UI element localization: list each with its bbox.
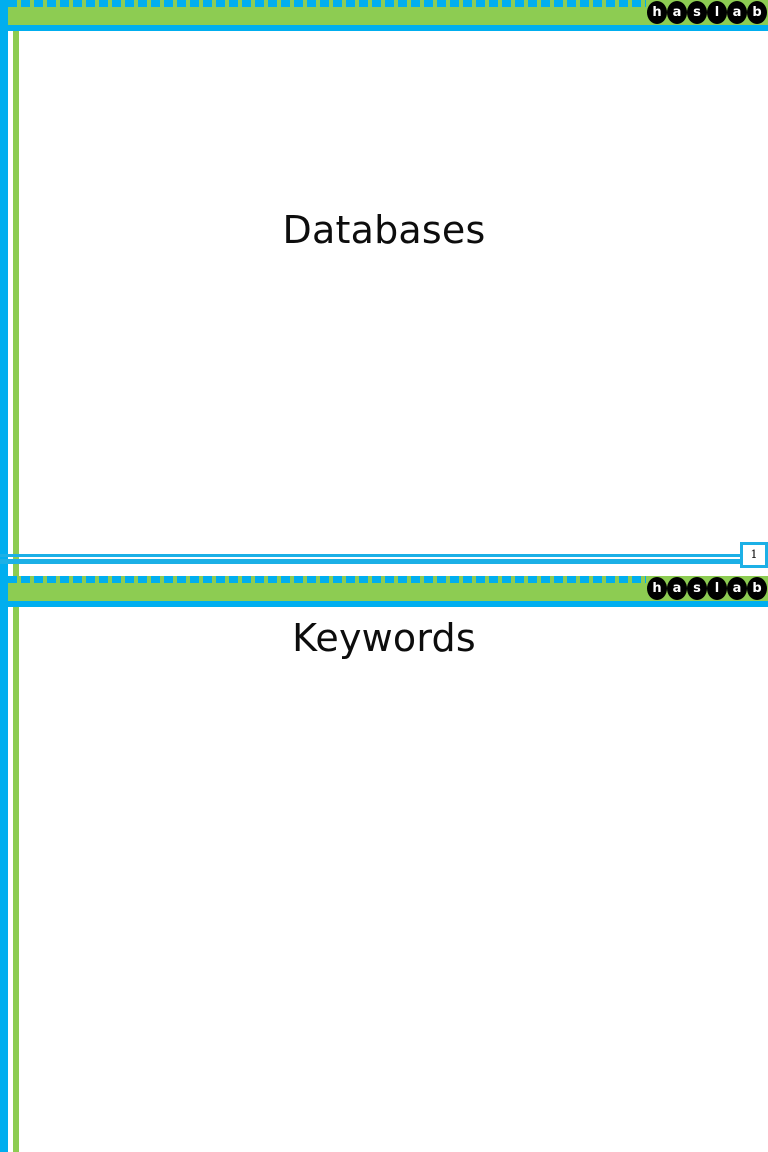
header-band-green-2 (8, 580, 768, 601)
left-accent-bar-green-2 (13, 576, 19, 1152)
header-band-green (8, 4, 768, 25)
logo-letter-a1: a (667, 1, 687, 24)
slide-2-header-band: h a s l a b (0, 576, 768, 607)
left-accent-bar-blue (0, 0, 8, 576)
logo-letter-b: b (747, 577, 767, 600)
header-underline-2 (0, 601, 768, 607)
logo-letter-s: s (687, 1, 707, 24)
logo-letter-h: h (647, 1, 667, 24)
slide-1-footer-rule-top (0, 554, 768, 557)
header-underline (0, 25, 768, 31)
logo-letter-b: b (747, 1, 767, 24)
slide-2[interactable]: h a s l a b Keywords (0, 576, 768, 1152)
slide-1-title: Databases (282, 208, 486, 252)
logo-letter-a2: a (727, 577, 747, 600)
logo-letter-a1: a (667, 577, 687, 600)
logo-letter-h: h (647, 577, 667, 600)
slide-2-title: Keywords (292, 616, 476, 660)
header-dashed-rule-2 (8, 576, 768, 583)
logo-letter-l: l (707, 1, 727, 24)
slide-1[interactable]: h a s l a b Databases 1 (0, 0, 768, 576)
haslab-logo-2[interactable]: h a s l a b (646, 576, 768, 601)
logo-letter-a2: a (727, 1, 747, 24)
left-accent-bar-blue-2 (0, 576, 8, 1152)
logo-letter-s: s (687, 577, 707, 600)
slide-header-band: h a s l a b (0, 0, 768, 31)
slide-2-body: Keywords (0, 576, 768, 1152)
header-dashed-rule (8, 0, 768, 7)
left-accent-bar-green (13, 0, 19, 576)
slide-1-page-number: 1 (740, 542, 768, 568)
haslab-logo[interactable]: h a s l a b (646, 0, 768, 25)
slide-1-footer-rule (0, 559, 768, 564)
logo-letter-l: l (707, 577, 727, 600)
slide-1-body: Databases (282, 208, 486, 252)
